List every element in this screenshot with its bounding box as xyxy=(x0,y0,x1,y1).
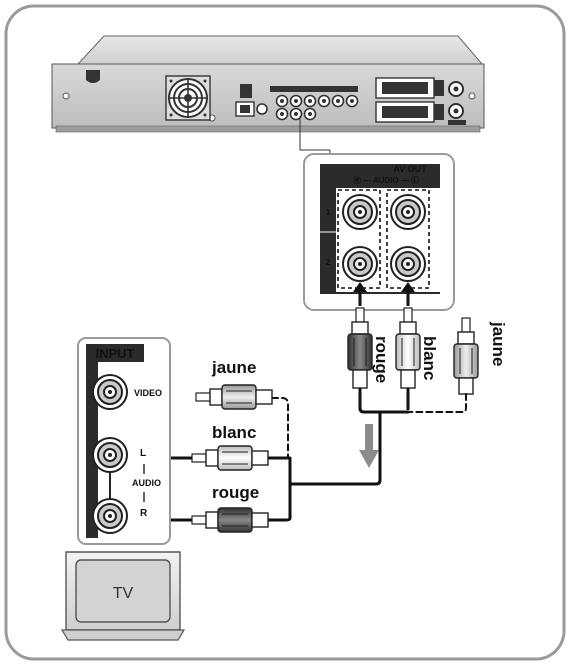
av-out-jack-l2 xyxy=(390,246,426,282)
cable-label-left-white: blanc xyxy=(212,423,256,442)
tv-input-panel: INPUT VIDEO L AUDIO R xyxy=(77,337,171,545)
yellow-plug-vertical xyxy=(453,317,479,395)
scart-connector-2 xyxy=(375,101,444,123)
white-plug-vertical xyxy=(395,307,421,410)
video-label: VIDEO xyxy=(134,388,162,398)
av-out-jack-l1 xyxy=(390,194,426,230)
cable-label-left-red: rouge xyxy=(212,483,259,502)
cable-label-left-yellow: jaune xyxy=(211,358,256,377)
scart-connector xyxy=(375,77,444,99)
audio-l-label: L xyxy=(140,448,146,459)
cable-label-right-yellow: jaune xyxy=(489,321,508,366)
cable-label-right-white: blanc xyxy=(420,336,439,380)
white-plug-horizontal xyxy=(191,445,269,471)
av-out-jack-r1 xyxy=(342,194,378,230)
row-2-label: 2 xyxy=(326,258,331,267)
av-out-jack-r2 xyxy=(342,246,378,282)
row-1-label: 1 xyxy=(326,208,331,217)
cable-bundle xyxy=(266,393,467,522)
yellow-plug-horizontal xyxy=(195,384,273,410)
signal-direction-arrow-icon xyxy=(359,424,379,468)
tv-label: TV xyxy=(113,585,134,602)
audio-row-label: Ⓡ — AUDIO — Ⓛ xyxy=(353,175,419,185)
insert-arrow-icon xyxy=(353,282,415,306)
tv-set: TV xyxy=(60,551,186,641)
input-title: INPUT xyxy=(96,346,135,361)
tv-audio-l-jack xyxy=(92,437,128,473)
recorder-device xyxy=(51,35,485,133)
av-out-panel: AV OUT Ⓡ — AUDIO — Ⓛ 1 2 xyxy=(303,153,455,311)
av-out-title: AV OUT xyxy=(393,164,427,174)
red-plug-vertical xyxy=(347,307,373,410)
audio-r-label: R xyxy=(140,508,148,519)
cable-label-right-red: rouge xyxy=(372,336,391,383)
red-plug-horizontal xyxy=(191,507,269,533)
tv-audio-r-jack xyxy=(92,498,128,534)
audio-label: AUDIO xyxy=(132,478,161,488)
fan-grille-icon xyxy=(165,75,211,121)
tv-video-jack xyxy=(92,374,128,410)
